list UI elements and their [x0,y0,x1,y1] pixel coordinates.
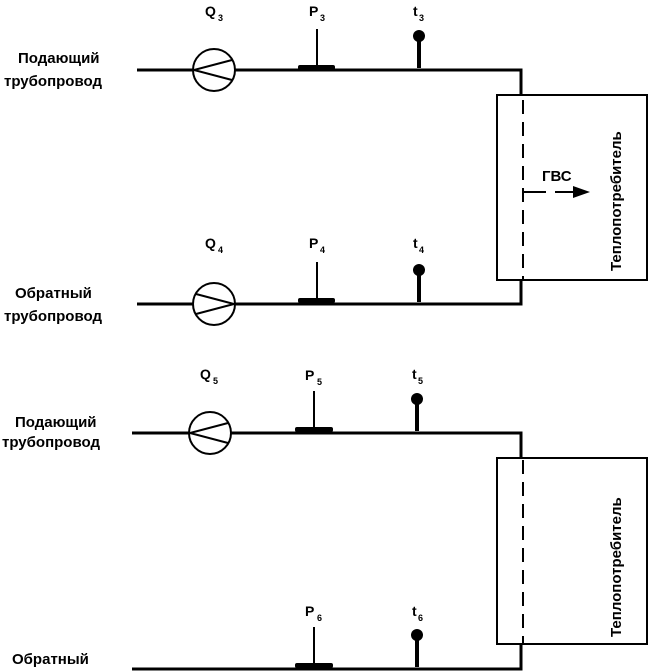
chevron-left-icon [190,59,233,81]
pressure-gauge-p5: P 5 [295,367,333,432]
pressure-tap-icon [295,427,333,432]
supply-label-2-line2: трубопровод [2,434,100,451]
pressure-tap-icon [298,298,335,303]
pump-circle-icon [192,282,236,326]
return-label-2-line1: Обратный [12,651,89,668]
temperature-t5-index: 5 [418,376,423,386]
heat-consumer-box-1 [496,94,648,281]
heat-consumer-box-2 [496,457,648,645]
pressure-p5-index: 5 [317,377,322,387]
pressure-tap-icon [295,663,333,668]
hot-water-label: ГВС [542,168,572,185]
supply-pipe-2 [132,431,523,458]
thermometer-bulb-icon [411,629,423,641]
supply-label-1-line2: трубопровод [4,73,102,90]
temperature-t6-symbol: t [412,603,417,619]
supply-label-2-line1: Подающий [15,414,97,431]
pressure-gauge-p6: P 6 [295,603,333,668]
pressure-p5-symbol: P [305,367,314,383]
temperature-t6-index: 6 [418,613,423,623]
supply-label-1-line1: Подающий [18,50,100,67]
temperature-t3-symbol: t [413,3,418,19]
system-1: Подающий трубопровод Q 3 P 3 t 3 Теплопо… [4,3,648,326]
heat-consumer-label-1: Теплопотребитель [608,131,625,271]
return-label-1-line1: Обратный [15,285,92,302]
thermometer-t5: t 5 [411,366,423,431]
supply-pipe-1 [137,68,523,96]
arrow-right-icon [573,186,590,198]
flow-meter-q3-index: 3 [218,13,223,23]
flow-meter-q4-index: 4 [218,245,223,255]
thermometer-t6: t 6 [411,603,423,667]
flow-meter-q4-symbol: Q [205,235,216,251]
temperature-t4-symbol: t [413,235,418,251]
pressure-p4-symbol: P [309,235,318,251]
flow-meter-q4: Q 4 [192,235,238,326]
pressure-p6-index: 6 [317,613,322,623]
pressure-gauge-p3: P 3 [298,3,335,70]
pressure-tap-icon [298,65,335,70]
thermometer-bulb-icon [411,393,423,405]
thermometer-t3: t 3 [413,3,425,68]
flow-meter-q3-symbol: Q [205,3,216,19]
system-2: Подающий трубопровод Q 5 P 5 t 5 Теплопо… [2,366,648,671]
thermometer-bulb-icon [413,264,425,276]
pump-circle-icon [188,411,232,455]
pressure-p3-symbol: P [309,3,318,19]
return-pipe-1 [137,280,523,306]
chevron-left-icon [186,422,229,444]
pressure-p3-index: 3 [320,13,325,23]
flow-meter-q5-index: 5 [213,376,218,386]
pressure-p4-index: 4 [320,245,325,255]
heat-consumer-label-2: Теплопотребитель [608,497,625,637]
flow-meter-q5: Q 5 [186,366,232,455]
return-label-1-line2: трубопровод [4,308,102,325]
thermometer-t4: t 4 [413,235,425,302]
flow-meter-q3: Q 3 [190,3,236,92]
pressure-gauge-p4: P 4 [298,235,335,303]
chevron-right-icon [195,293,238,315]
thermometer-bulb-icon [413,30,425,42]
return-pipe-2 [132,644,523,671]
temperature-t5-symbol: t [412,366,417,382]
pump-circle-icon [192,48,236,92]
temperature-t3-index: 3 [419,13,424,23]
flow-meter-q5-symbol: Q [200,366,211,382]
pressure-p6-symbol: P [305,603,314,619]
hot-water-branch: ГВС [524,168,590,198]
temperature-t4-index: 4 [419,245,424,255]
